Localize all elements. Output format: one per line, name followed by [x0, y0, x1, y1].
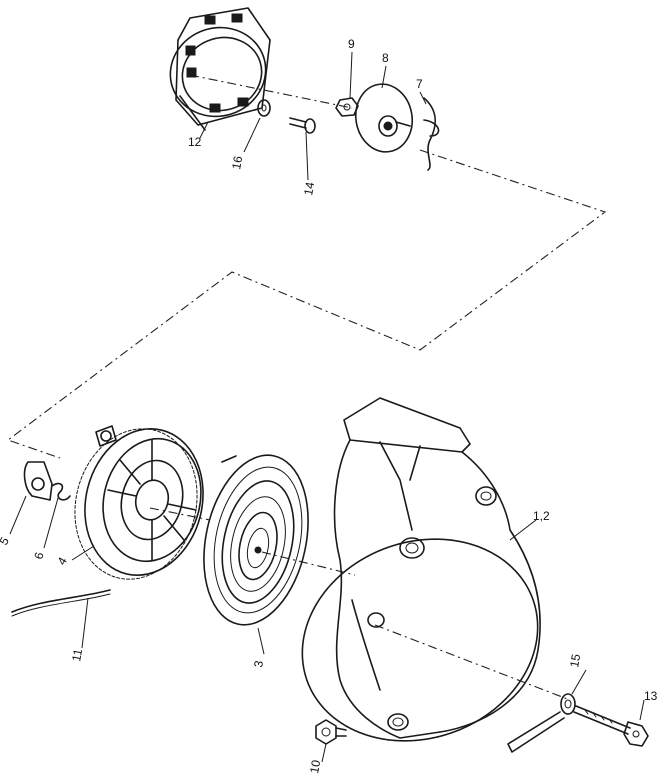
small-washer-part	[257, 99, 271, 117]
callout-label-9: 9	[348, 37, 355, 51]
reel-part	[74, 425, 204, 580]
callout-label-14: 14	[301, 181, 317, 197]
callout-label-13: 13	[644, 689, 658, 703]
bolt-part	[573, 705, 649, 747]
callout-label-11: 11	[69, 648, 85, 663]
washer-part	[507, 693, 576, 753]
callout-label-8: 8	[382, 51, 389, 65]
callout-labels: 1,2 3 4 5 6 7 8 9 10 11 12 13 14 15 16	[0, 37, 658, 775]
callout-label-3: 3	[251, 659, 266, 668]
callout-label-6: 6	[31, 550, 46, 560]
callout-label-1-2: 1,2	[533, 509, 550, 523]
leader-lines	[9, 51, 645, 763]
friction-plate-part	[355, 83, 413, 153]
callout-label-7: 7	[416, 77, 423, 91]
rope-part	[11, 589, 111, 617]
pawl-part	[23, 461, 53, 501]
pawl-spring-part	[51, 482, 71, 501]
callout-label-16: 16	[229, 155, 245, 171]
callout-label-10: 10	[307, 759, 323, 775]
assembly-centerlines	[6, 74, 607, 701]
small-bolt-part	[289, 117, 316, 134]
callout-label-4: 4	[54, 554, 70, 567]
flange-nut-part	[315, 719, 347, 745]
callout-label-5: 5	[0, 534, 12, 547]
callout-label-15: 15	[567, 653, 583, 669]
nut-part	[335, 97, 359, 117]
housing-part	[301, 397, 541, 742]
spring-part	[203, 454, 309, 626]
friction-spring-part	[423, 97, 440, 171]
pulley-part	[169, 7, 271, 131]
callout-label-12: 12	[188, 135, 202, 149]
